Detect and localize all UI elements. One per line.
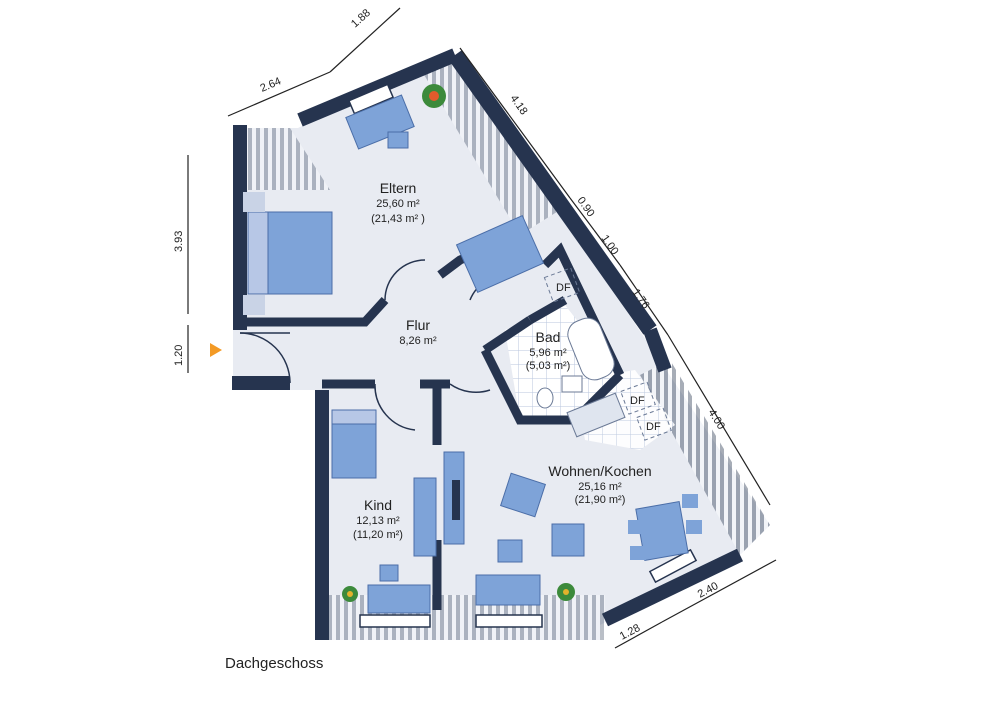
slope-hatch-bottom bbox=[315, 595, 605, 640]
slope-hatch-left bbox=[233, 128, 330, 190]
room-name-wohnen: Wohnen/Kochen bbox=[548, 463, 651, 479]
room-name-kind: Kind bbox=[364, 497, 392, 513]
dining-chair-2 bbox=[630, 546, 646, 560]
plant-icons bbox=[342, 84, 575, 602]
armchair-2 bbox=[551, 523, 585, 557]
room-area-bad: 5,96 m² bbox=[529, 347, 567, 359]
kitchen-counter bbox=[566, 392, 626, 438]
room-labels: Eltern 25,60 m² (21,43 m² ) Flur 8,26 m²… bbox=[353, 180, 652, 541]
room-name-eltern: Eltern bbox=[380, 180, 417, 196]
wardrobe-kind bbox=[413, 477, 437, 557]
skylight-label: DF bbox=[646, 421, 661, 433]
desk-kind bbox=[367, 584, 431, 614]
windows bbox=[347, 83, 698, 628]
dining-chair-3 bbox=[682, 494, 698, 508]
room-area-eltern: 25,60 m² bbox=[376, 198, 420, 210]
room-area-kind: 12,13 m² bbox=[356, 515, 400, 527]
slope-hatch-top-right bbox=[420, 55, 560, 235]
room-area-net-wohnen: (21,90 m²) bbox=[575, 494, 626, 506]
room-area-wohnen: 25,16 m² bbox=[578, 481, 622, 493]
apartment-floor bbox=[233, 55, 770, 640]
wardrobe bbox=[455, 214, 545, 294]
entrance-arrow-icon bbox=[210, 343, 222, 357]
room-area-net-bad: (5,03 m²) bbox=[526, 360, 571, 372]
chair-kind bbox=[379, 564, 399, 582]
armchair-1 bbox=[499, 472, 547, 518]
bathtub bbox=[567, 317, 615, 381]
skylights: DF DF DF bbox=[543, 267, 672, 441]
dim-top-1: 1.88 bbox=[349, 7, 373, 30]
dim-right-1: 4.18 bbox=[508, 93, 530, 117]
dining-chair-4 bbox=[686, 520, 702, 534]
toilet bbox=[536, 387, 554, 409]
furniture-bad bbox=[536, 317, 615, 409]
dim-top-2: 2.64 bbox=[258, 75, 282, 94]
furniture-wohnen bbox=[443, 392, 702, 606]
dining-table bbox=[635, 500, 689, 562]
floor-title: Dachgeschoss bbox=[225, 655, 324, 672]
dining-chair-1 bbox=[628, 520, 644, 534]
dim-left-1: 3.93 bbox=[173, 231, 185, 252]
room-name-bad: Bad bbox=[536, 329, 561, 345]
dim-left-2: 1.20 bbox=[173, 345, 185, 366]
skylight-label: DF bbox=[556, 282, 571, 294]
room-area-net-kind: (11,20 m²) bbox=[353, 529, 403, 541]
room-area-net-eltern: (21,43 m² ) bbox=[371, 213, 425, 225]
furniture-kind bbox=[331, 409, 437, 614]
furniture-eltern bbox=[243, 94, 545, 315]
room-area-flur: 8,26 m² bbox=[399, 335, 437, 347]
sink bbox=[561, 375, 583, 393]
dimension-lines bbox=[187, 7, 777, 649]
room-name-flur: Flur bbox=[406, 317, 430, 333]
skylight-label: DF bbox=[630, 395, 645, 407]
slope-hatch-right bbox=[640, 360, 770, 555]
sofa bbox=[475, 574, 541, 606]
chair bbox=[387, 131, 409, 149]
walls bbox=[232, 48, 744, 640]
footstool bbox=[497, 539, 523, 563]
desk bbox=[345, 94, 415, 150]
